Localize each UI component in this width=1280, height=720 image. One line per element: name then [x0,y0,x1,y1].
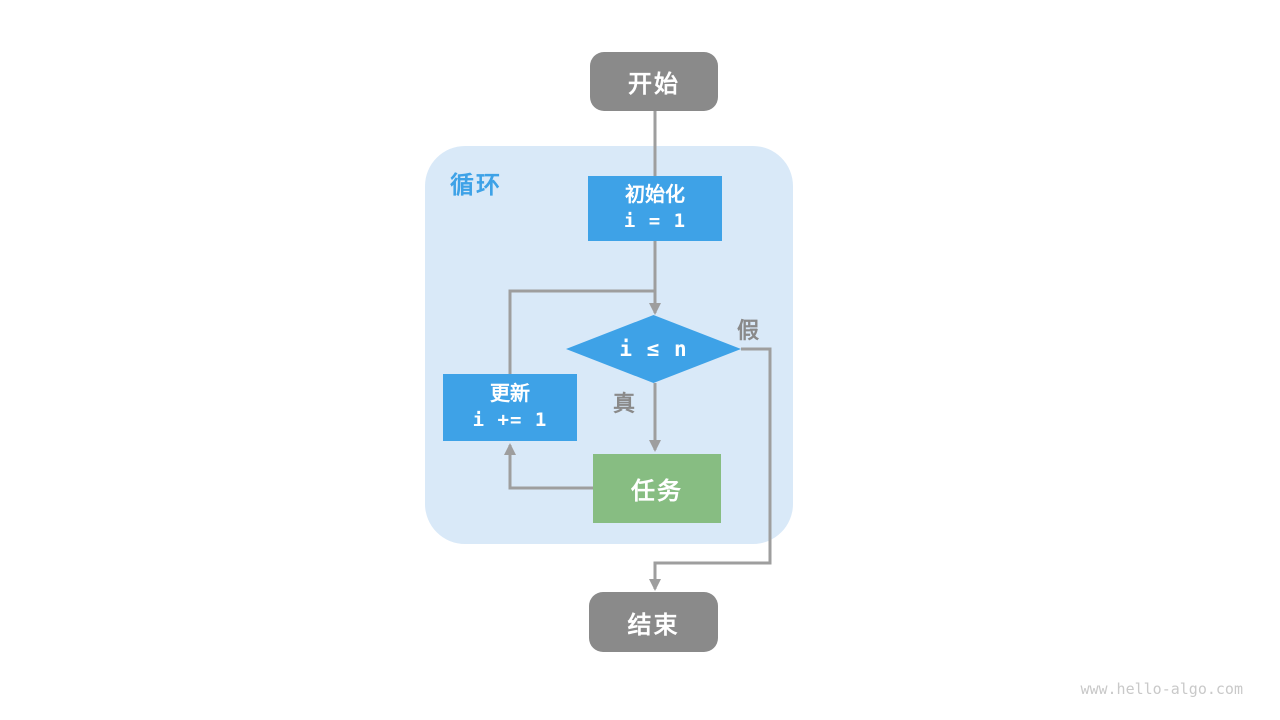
watermark-text: www.hello-algo.com [1080,680,1243,698]
node-task-label: 任务 [631,478,683,505]
node-update-code: i += 1 [472,409,548,432]
node-start-label: 开始 [628,71,680,98]
node-end-label: 结束 [627,611,680,639]
node-start: 开始 [590,52,718,111]
edge-condition-false-to-end [649,347,772,591]
node-task: 任务 [593,454,721,523]
branch-label-false: 假 [737,318,760,343]
node-init: 初始化 i = 1 [588,176,722,241]
edge-update-loopback [508,289,656,375]
node-update: 更新 i += 1 [443,374,577,441]
loop-label: 循环 [450,172,502,199]
node-end: 结束 [589,592,718,652]
node-condition-label: i ≤ n [619,337,688,361]
node-update-label: 更新 [490,383,530,406]
node-init-label: 初始化 [625,184,685,207]
branch-label-true: 真 [613,391,636,416]
node-init-code: i = 1 [623,210,687,233]
edge-task-to-update [504,443,593,490]
